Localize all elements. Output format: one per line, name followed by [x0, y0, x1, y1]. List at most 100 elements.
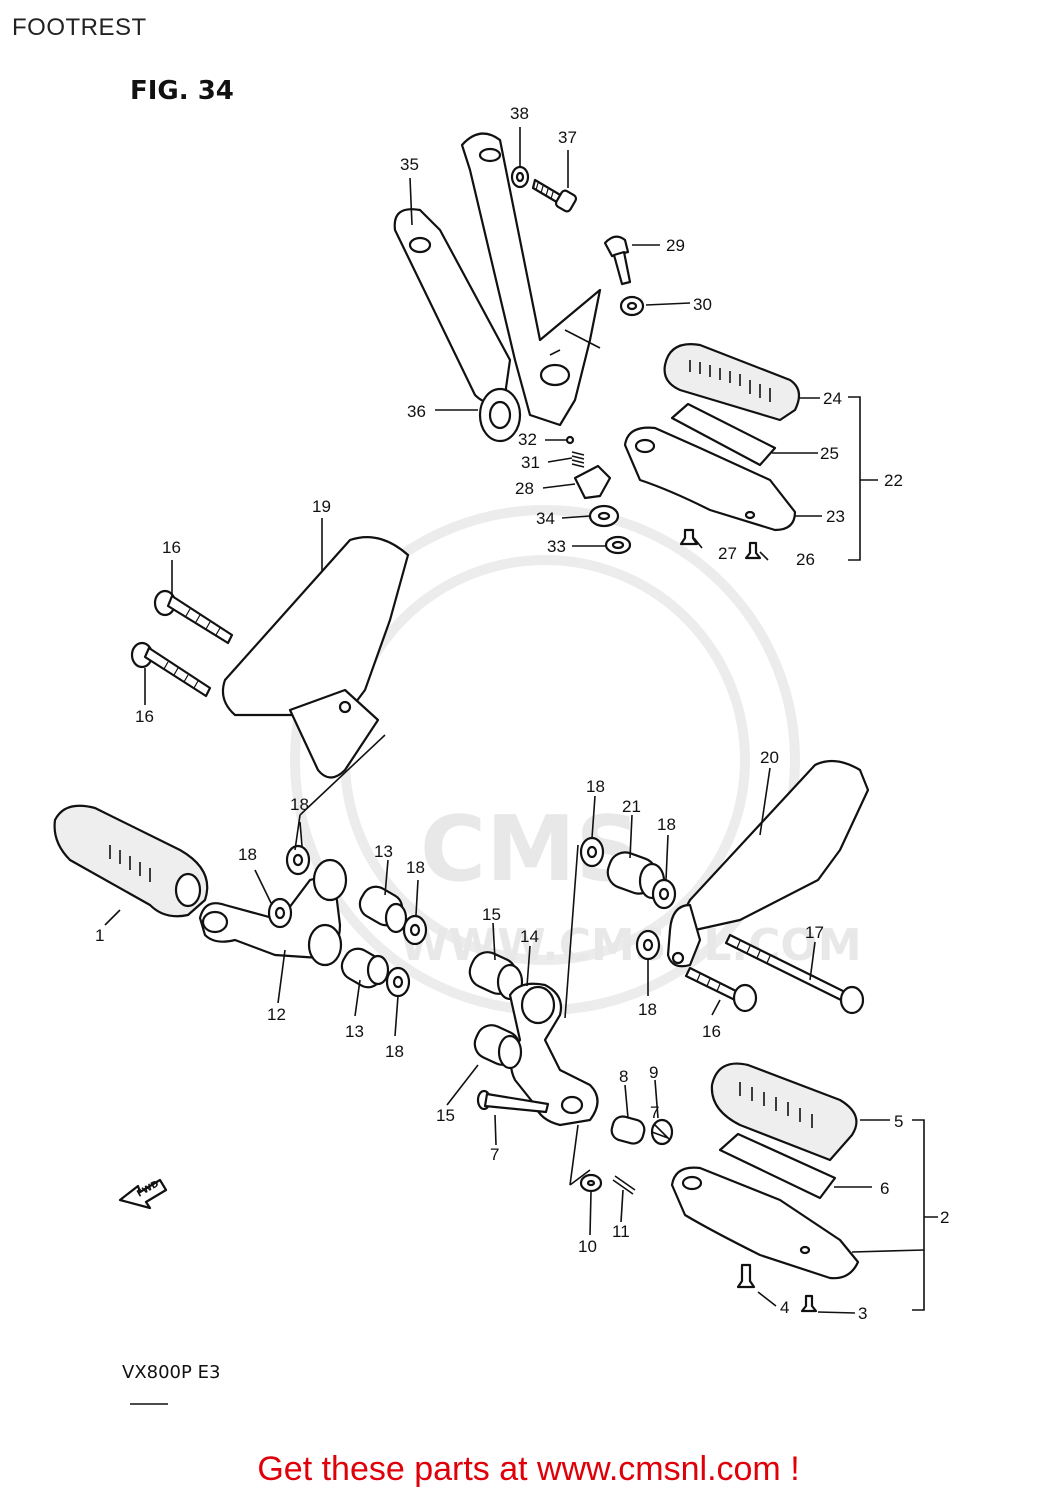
bushing-36: [478, 387, 522, 443]
rear-bracket-35: [393, 132, 602, 427]
callout-37: 37: [558, 128, 577, 147]
callout-7-pin: 7: [490, 1145, 499, 1164]
callout-28: 28: [515, 479, 534, 498]
model-code: VX800P E3: [122, 1362, 221, 1383]
spring-31: [571, 451, 585, 468]
svg-text:CMS: CMS: [420, 797, 640, 902]
parts-cta[interactable]: Get these parts at www.cmsnl.com !: [0, 1450, 1057, 1489]
callout-12: 12: [267, 1005, 286, 1024]
callout-33: 33: [547, 537, 566, 556]
callout-38: 38: [510, 104, 529, 123]
washer-18-f: [651, 878, 677, 910]
pin-7: [476, 1089, 550, 1114]
spacer-13-lower: [340, 947, 390, 989]
screw-3: [800, 1294, 818, 1313]
page-title: FOOTREST: [12, 14, 147, 41]
callout-4: 4: [780, 1298, 789, 1317]
spring-9: [650, 1118, 674, 1146]
callout-16-top: 16: [162, 538, 181, 557]
callout-29: 29: [666, 236, 685, 255]
plate-6: [718, 1132, 837, 1200]
callout-23: 23: [826, 507, 845, 526]
heel-guard-20: [666, 759, 870, 968]
callout-25: 25: [820, 444, 839, 463]
exploded-parts-diagram: CMS WWW.CMSNL.COM: [53, 104, 949, 1405]
callout-9: 9: [649, 1063, 658, 1082]
washer-18-a: [285, 844, 311, 876]
footrest-rubber-24: [663, 343, 801, 422]
washer-18-c: [402, 914, 428, 946]
callout-16-right: 16: [702, 1022, 721, 1041]
callout-14: 14: [520, 927, 539, 946]
callout-16-middle: 16: [135, 707, 154, 726]
footrest-holder-23: [623, 426, 797, 532]
footrest-rubber-5: [710, 1062, 858, 1162]
callout-13-lower: 13: [345, 1022, 364, 1041]
callout-labels: 1 2 3 4 5 6 7 7 8 9 10 11 12 13 13 14 15…: [95, 104, 949, 1323]
spacer-21: [606, 851, 666, 900]
forward-arrow: FWD: [118, 1178, 168, 1210]
callout-31: 31: [521, 453, 540, 472]
callout-7-spring: 7: [650, 1103, 659, 1122]
plate-25: [670, 402, 777, 467]
callout-18-e: 18: [586, 777, 605, 796]
bushing-large-upper: [312, 858, 348, 902]
svg-text:WWW.CMSNL.COM: WWW.CMSNL.COM: [400, 920, 862, 971]
spacer-8: [610, 1115, 646, 1145]
callout-10: 10: [578, 1237, 597, 1256]
callout-5: 5: [894, 1112, 903, 1131]
callout-26: 26: [796, 550, 815, 569]
plate-28: [573, 464, 612, 500]
callout-15-lower: 15: [436, 1106, 455, 1125]
bushing-large-lower: [307, 923, 343, 967]
callout-13-upper: 13: [374, 842, 393, 861]
parts-cta-link[interactable]: Get these parts at www.cmsnl.com !: [257, 1450, 800, 1488]
washer-18-d: [385, 966, 411, 998]
callout-18-a: 18: [290, 795, 309, 814]
callout-32: 32: [518, 430, 537, 449]
leader-lines: [104, 127, 938, 1314]
callout-11: 11: [612, 1222, 630, 1241]
ball-32: [565, 435, 575, 445]
heel-guard-19: [221, 536, 410, 779]
callout-34: 34: [536, 509, 555, 528]
spacer-13-upper: [358, 885, 408, 934]
footrest-1: [53, 804, 209, 918]
washer-18-g: [635, 929, 661, 961]
washer-30: [619, 295, 645, 317]
screw-27: [679, 528, 699, 546]
callout-18-c: 18: [406, 858, 425, 877]
footrest-holder-2: [670, 1166, 860, 1280]
bushing-15-upper: [468, 951, 524, 1001]
cotter-pin-11: [612, 1175, 636, 1195]
washer-38: [510, 165, 530, 189]
callout-30: 30: [693, 295, 712, 314]
bolt-16-upper: [153, 589, 234, 645]
bolt-16-lower: [130, 641, 212, 698]
arm-14: [508, 982, 599, 1127]
callout-18-g: 18: [638, 1000, 657, 1019]
callout-3: 3: [858, 1304, 867, 1323]
bolt-16-right: [684, 966, 758, 1013]
callout-15-upper: 15: [482, 905, 501, 924]
callout-27: 27: [718, 544, 737, 563]
callout-18-d: 18: [385, 1042, 404, 1061]
callout-36: 36: [407, 402, 426, 421]
washer-18-e: [579, 836, 605, 868]
callout-22: 22: [884, 471, 903, 490]
bolt-37: [531, 178, 578, 213]
bushing-15-lower: [473, 1024, 523, 1070]
callout-18-b: 18: [238, 845, 257, 864]
callout-35: 35: [400, 155, 419, 174]
callout-8: 8: [619, 1067, 628, 1086]
callout-24: 24: [823, 389, 842, 408]
bolt-29: [603, 235, 632, 286]
washer-18-b: [267, 897, 293, 929]
screw-26: [744, 541, 762, 560]
washer-34: [588, 504, 620, 528]
washer-10: [579, 1173, 603, 1193]
callout-6: 6: [880, 1179, 889, 1198]
nut-33: [604, 535, 632, 555]
bolt-17: [724, 933, 865, 1015]
figure-label: FIG. 34: [130, 76, 234, 106]
